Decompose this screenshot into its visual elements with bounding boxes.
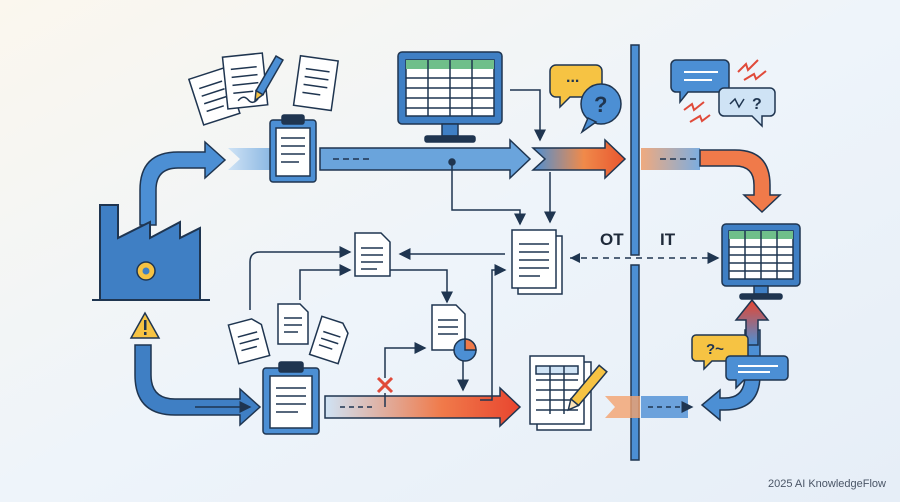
credit-watermark: 2025 AI KnowledgeFlow [767, 478, 886, 490]
factory-output-arrow [139, 140, 227, 226]
question-bubble-text: ? [594, 92, 607, 117]
it-mixed-bubble-text: ?~ [706, 341, 724, 358]
it-question-text: ? [752, 96, 762, 113]
it-text-bubble-icon [725, 355, 789, 390]
error-x-icon [376, 342, 427, 407]
it-question-bubble-icon [718, 87, 776, 128]
document-pie-icon [431, 304, 477, 362]
it-label: IT [660, 230, 676, 249]
scattered-documents-bottom [227, 303, 349, 365]
chat-bubble-text: ... [566, 69, 579, 86]
computer-spreadsheet-top [397, 51, 503, 143]
warning-icon [129, 311, 161, 339]
upper-flow-arrow [228, 138, 782, 214]
document-stack-center [511, 229, 563, 295]
question-bubble-icon [580, 83, 622, 135]
ot-it-divider [630, 44, 640, 461]
scattered-documents-top [187, 52, 339, 126]
lightning-scribble-icon [683, 59, 767, 123]
document-middle-icon [354, 232, 391, 277]
connector-lines [249, 89, 720, 401]
clipboard-bottom-icon [262, 361, 320, 435]
factory-return-arrow [134, 344, 262, 427]
spreadsheet-pencil-icon [529, 355, 608, 431]
factory-icon [92, 204, 210, 301]
computer-spreadsheet-it [721, 223, 801, 300]
ot-label: OT [600, 230, 624, 249]
it-chat-bubble-icon [670, 59, 730, 105]
clipboard-top-icon [269, 114, 317, 183]
